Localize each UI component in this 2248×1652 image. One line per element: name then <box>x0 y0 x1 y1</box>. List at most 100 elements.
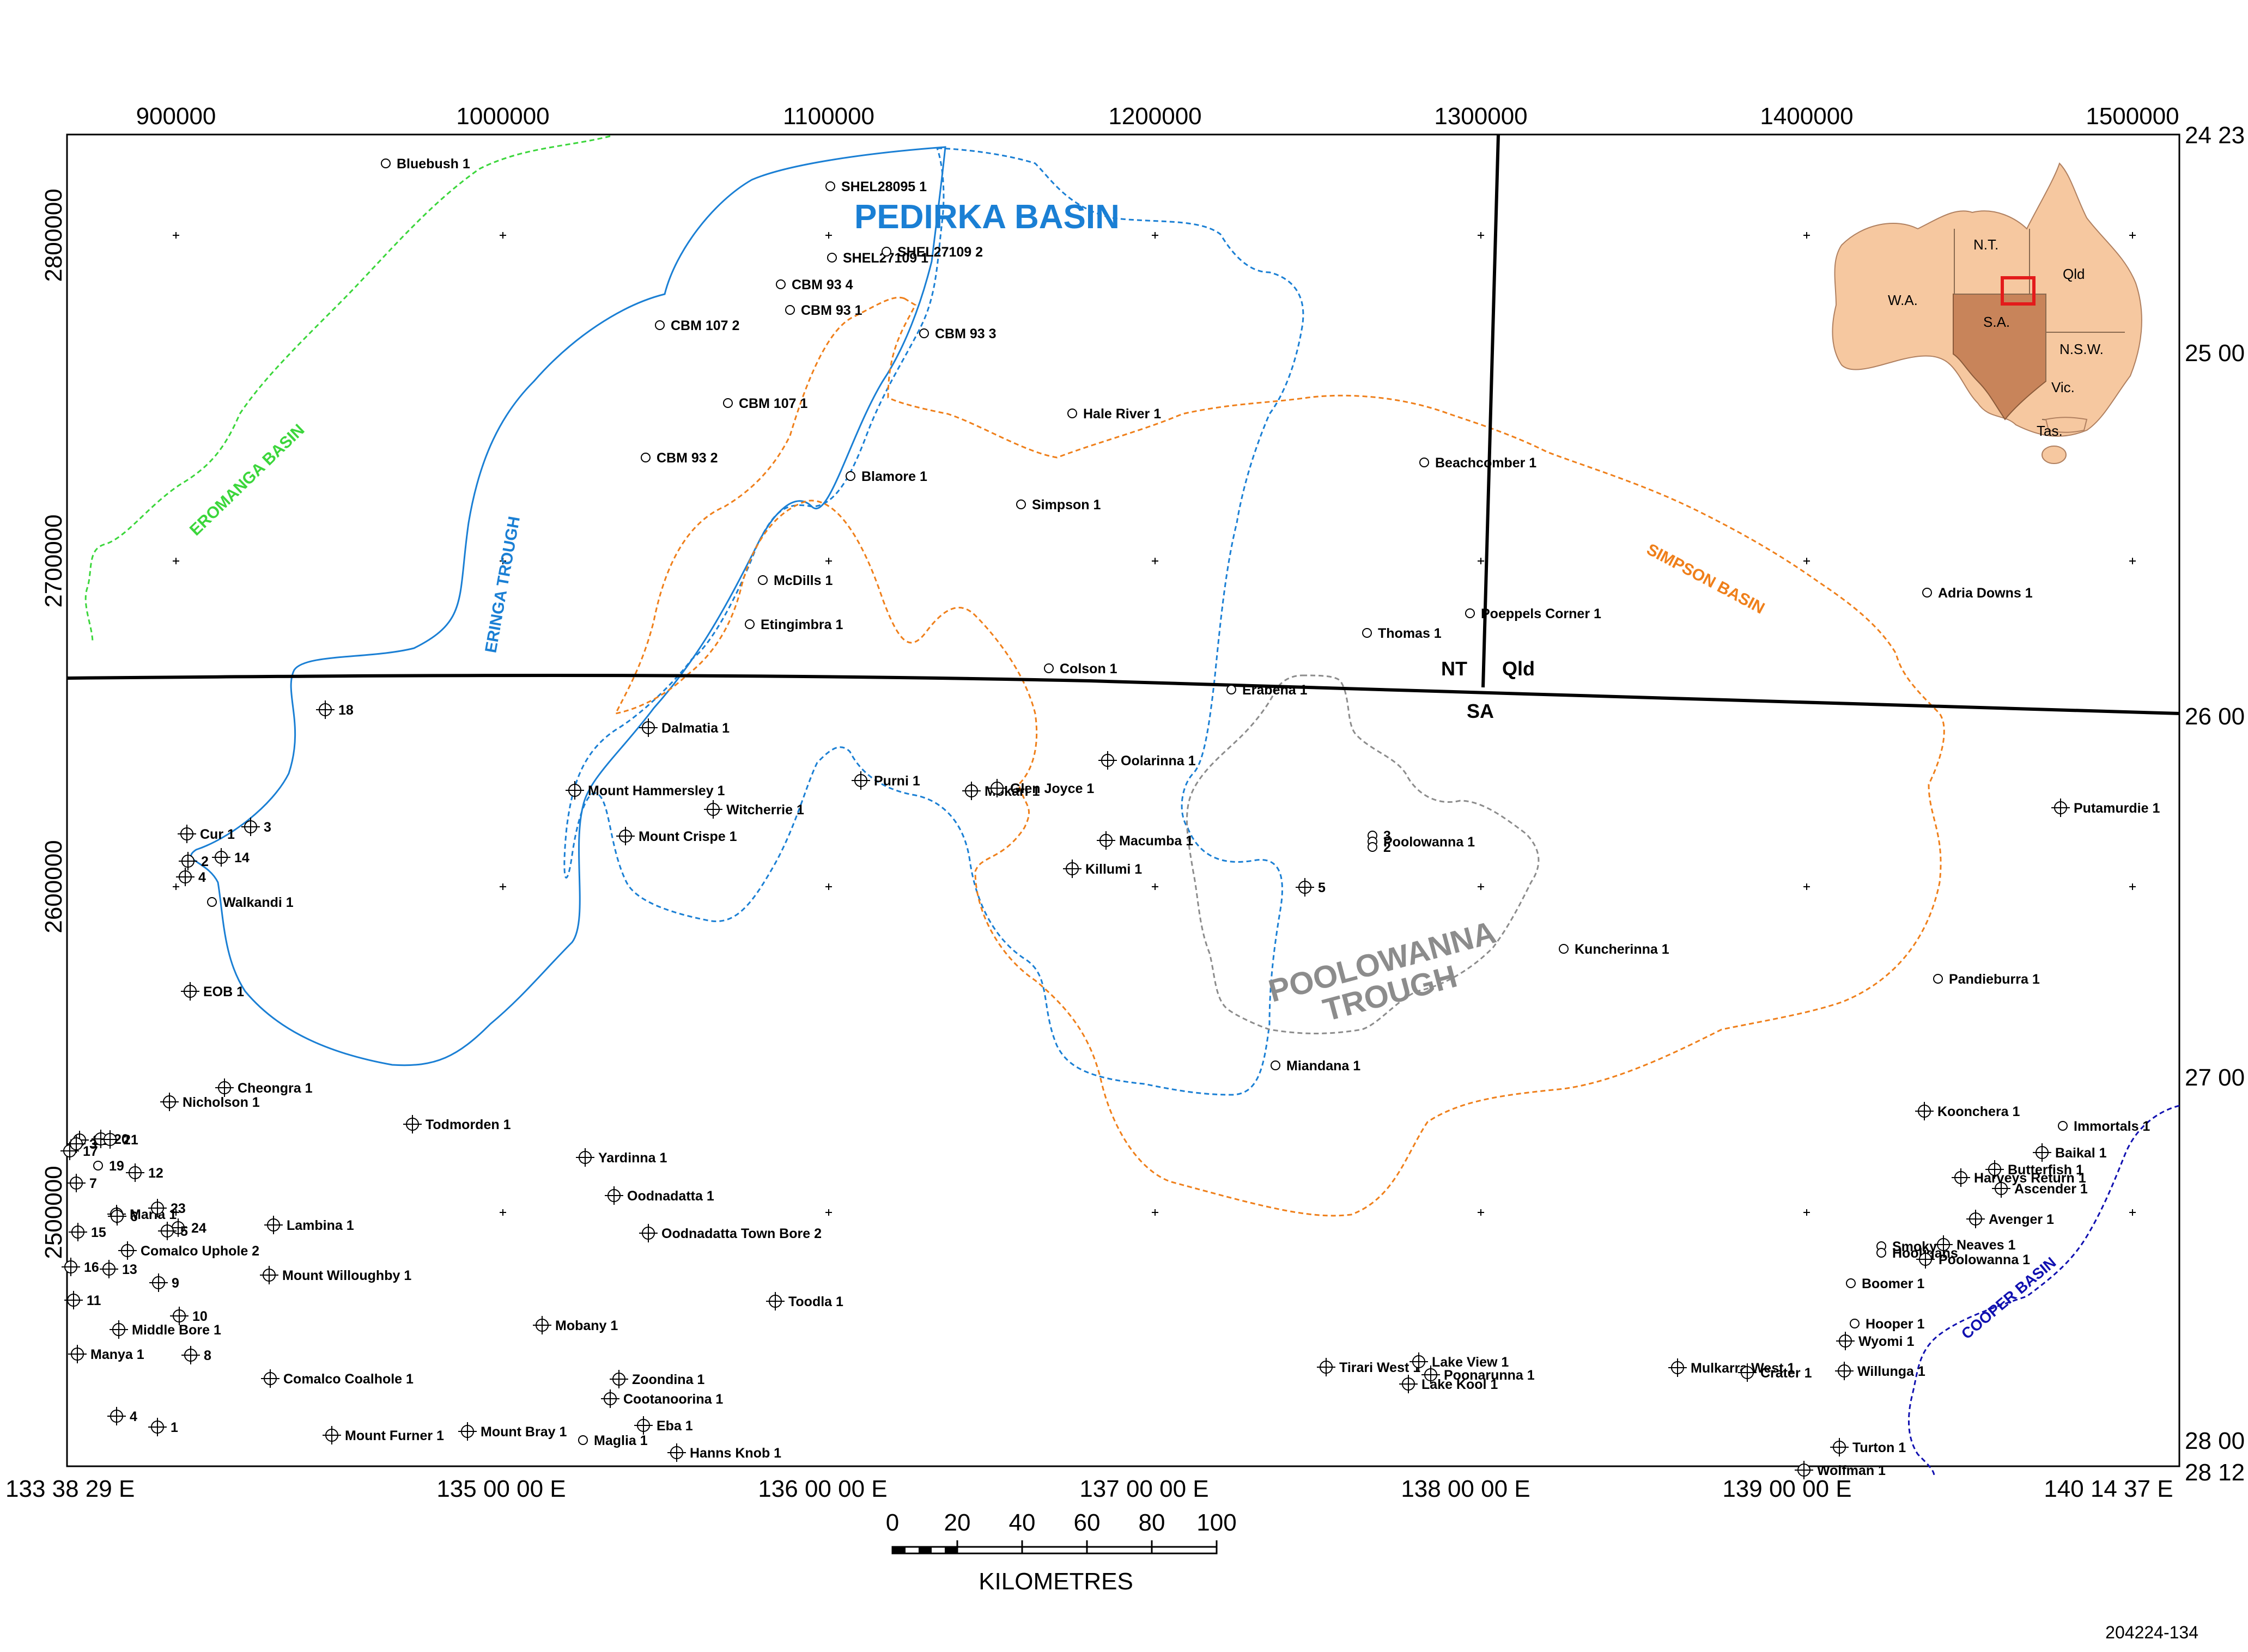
grid-cross <box>1803 232 1810 239</box>
scale-tick-label: 100 <box>1196 1509 1236 1536</box>
easting-label: 1300000 <box>1434 103 1527 130</box>
well: 6 <box>108 1207 138 1226</box>
scale-unit-label: KILOMETRES <box>979 1568 1133 1595</box>
well-label: SHEL28095 1 <box>841 179 927 194</box>
well: 21 <box>101 1130 138 1149</box>
latitude-label: 28 00 <box>2185 1428 2245 1454</box>
well-circle-icon <box>1559 944 1569 954</box>
well-label: Boomer 1 <box>1862 1276 1924 1291</box>
well-cross-icon <box>215 1078 234 1097</box>
well-label: Immortals 1 <box>2074 1119 2150 1134</box>
well-label: Hale River 1 <box>1083 406 1161 422</box>
well-label: Butterfish 1 <box>2008 1162 2083 1178</box>
well: Avenger 1 <box>1966 1210 2054 1228</box>
well-cross-icon <box>212 848 230 867</box>
well-label: Glen Joyce 1 <box>1010 781 1094 796</box>
well-label: 15 <box>91 1225 106 1240</box>
well-label: Smoky <box>1892 1239 1937 1254</box>
well-cross-icon <box>149 1273 168 1292</box>
well-label: Thomas 1 <box>1378 626 1442 641</box>
northing-label: 2800000 <box>40 188 67 282</box>
grid-cross <box>1152 883 1158 890</box>
well: CBM 93 2 <box>641 450 718 466</box>
well-circle-icon <box>758 575 768 585</box>
well: Lambina 1 <box>264 1216 354 1234</box>
well: CBM 107 1 <box>723 396 808 411</box>
grid-cross <box>1803 883 1810 890</box>
grid-cross <box>173 1209 179 1216</box>
well-circle-icon <box>1044 663 1054 673</box>
well-cross-icon <box>1915 1102 1934 1120</box>
well: 14 <box>212 848 250 867</box>
easting-labels: 900000 1000000 1100000 1200000 1300000 1… <box>136 103 2179 130</box>
well-circle-icon <box>1922 588 1932 598</box>
well-label: Tirari West 1 <box>1339 1360 1420 1375</box>
grid-cross <box>1478 1209 1484 1216</box>
grid-cross <box>1803 1209 1810 1216</box>
well-cross-icon <box>1296 878 1314 897</box>
well: Kuncherinna 1 <box>1559 942 1669 957</box>
well-label: Wolfman 1 <box>1817 1463 1886 1478</box>
well: 2 <box>179 852 209 870</box>
grid-cross <box>500 883 506 890</box>
well: Bluebush 1 <box>381 156 470 172</box>
well-cross-icon <box>704 800 722 819</box>
simpson-line <box>614 296 1945 1217</box>
latitude-labels: 24 23 25 00 26 00 27 00 28 00 28 12 <box>2185 122 2245 1486</box>
well: Yardinna 1 <box>576 1148 667 1167</box>
inset-borders <box>1954 229 2125 381</box>
well: Putamurdie 1 <box>2051 798 2160 817</box>
well-label: CBM 93 2 <box>657 450 718 466</box>
well: CBM 93 4 <box>776 277 853 292</box>
well-cross-icon <box>176 868 195 886</box>
well-cross-icon <box>241 818 260 836</box>
cooper-basin-boundary <box>1908 1105 2180 1477</box>
well: Oolarinna 1 <box>1098 751 1196 770</box>
well: Comalco Uphole 2 <box>118 1241 259 1260</box>
well: 17 <box>60 1142 98 1160</box>
well-label: Comalco Coalhole 1 <box>283 1371 414 1387</box>
well-circle-icon <box>1850 1319 1860 1328</box>
well-label: CBM 107 2 <box>671 318 739 333</box>
well-label: Poonarunna 1 <box>1444 1368 1535 1383</box>
inset-label-wa: W.A. <box>1888 292 1918 308</box>
well-cross-icon <box>264 1216 283 1234</box>
inset-label-qld: Qld <box>2063 266 2085 282</box>
latitude-label: 26 00 <box>2185 703 2245 730</box>
well: Wolfman 1 <box>1795 1461 1886 1479</box>
well: CBM 93 1 <box>785 303 862 318</box>
well-cross-icon <box>100 1260 118 1278</box>
longitude-label: 137 00 00 E <box>1079 1476 1208 1502</box>
well: Hooper 1 <box>1850 1316 1924 1332</box>
well: Cootanoorina 1 <box>601 1389 723 1408</box>
well-label: 24 <box>191 1221 206 1236</box>
well-label: Hooper 1 <box>1866 1316 1924 1332</box>
well: Comalco Coalhole 1 <box>261 1369 414 1388</box>
well-cross-icon <box>101 1130 119 1149</box>
well: Poolowanna 1 <box>1916 1250 2030 1269</box>
well: Adria Downs 1 <box>1922 586 2033 601</box>
grid-cross <box>1478 232 1484 239</box>
well-circle-icon <box>745 619 755 629</box>
well-label: Oodnadatta Town Bore 2 <box>661 1226 822 1241</box>
well-cross-icon <box>108 1207 126 1226</box>
well: Oodnadatta Town Bore 2 <box>639 1224 822 1242</box>
well: Mobany 1 <box>533 1316 618 1334</box>
well: Glen Joyce 1 <box>988 779 1094 797</box>
well-label: 4 <box>198 870 206 885</box>
grid-cross <box>1152 232 1158 239</box>
well: Hale River 1 <box>1067 406 1161 422</box>
well-label: 5 <box>1318 880 1326 895</box>
well-cross-icon <box>1668 1358 1687 1377</box>
well-circle-icon <box>882 247 891 257</box>
simpson-basin-boundary <box>614 296 1945 1217</box>
well: Nicholson 1 <box>160 1093 260 1111</box>
well: Turton 1 <box>1830 1438 1906 1456</box>
well: 5 <box>158 1222 188 1240</box>
well: 12 <box>126 1163 163 1182</box>
well-circle-icon <box>93 1161 103 1171</box>
well-cross-icon <box>1409 1352 1428 1371</box>
longitude-label: 133 38 29 E <box>5 1476 135 1502</box>
well: 3 <box>241 818 271 836</box>
